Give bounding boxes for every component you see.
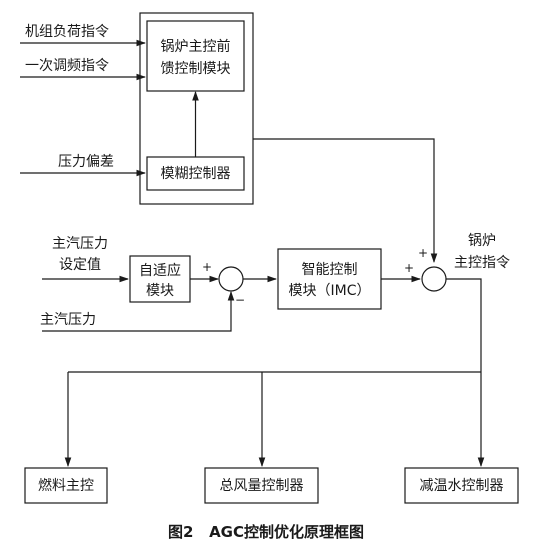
- summing-junction-1: [218, 266, 244, 292]
- feedforward-output-line: [253, 138, 438, 263]
- input-main-steam-pressure: 主汽压力: [40, 312, 96, 328]
- input-primary-frequency-command: 一次调频指令: [25, 58, 109, 74]
- sum2-plus-sign-left: +: [404, 261, 414, 275]
- feedforward-module-label-line1: 锅炉主控前: [161, 38, 231, 55]
- sum2-plus-sign-top: +: [418, 246, 428, 260]
- sum2-output-line: [446, 278, 482, 372]
- figure-caption: 图2 AGC控制优化原理框图: [168, 523, 364, 541]
- output-boiler-master-line2: 主控指令: [454, 255, 510, 271]
- fuel-master-box: [24, 467, 108, 504]
- total-air-controller-label: 总风量控制器: [220, 478, 304, 494]
- summing-junction-2: [421, 266, 447, 292]
- total-air-controller-box: [204, 467, 319, 504]
- input-pressure-deviation: 压力偏差: [58, 154, 114, 170]
- imc-module-label-line2: 模块（IMC）: [289, 283, 371, 299]
- fuel-master-label: 燃料主控: [38, 477, 94, 494]
- adaptive-module-label-line1: 自适应: [139, 262, 181, 279]
- sum1-plus-sign: +: [202, 260, 212, 274]
- desuperheater-controller-label: 减温水控制器: [420, 478, 504, 494]
- feedforward-module-label-line2: 馈控制模块: [161, 61, 231, 77]
- desuperheater-controller-box: [404, 467, 519, 504]
- imc-module-box: [277, 248, 382, 310]
- fuzzy-controller-label: 模糊控制器: [161, 166, 231, 182]
- adaptive-module-box: [129, 255, 191, 303]
- feedforward-module-box: [146, 20, 245, 92]
- input-setpoint-line2: 设定值: [59, 257, 101, 273]
- output-boiler-master-line1: 锅炉: [468, 233, 496, 249]
- fuzzy-controller-box: [146, 156, 245, 191]
- adaptive-module-label-line2: 模块: [146, 283, 174, 299]
- imc-module-label-line1: 智能控制: [302, 262, 358, 278]
- input-setpoint-line1: 主汽压力: [52, 236, 108, 252]
- pressure-feedback-arrow: [42, 291, 235, 332]
- input-unit-load-command: 机组负荷指令: [25, 24, 109, 40]
- sum1-minus-sign: −: [235, 293, 245, 307]
